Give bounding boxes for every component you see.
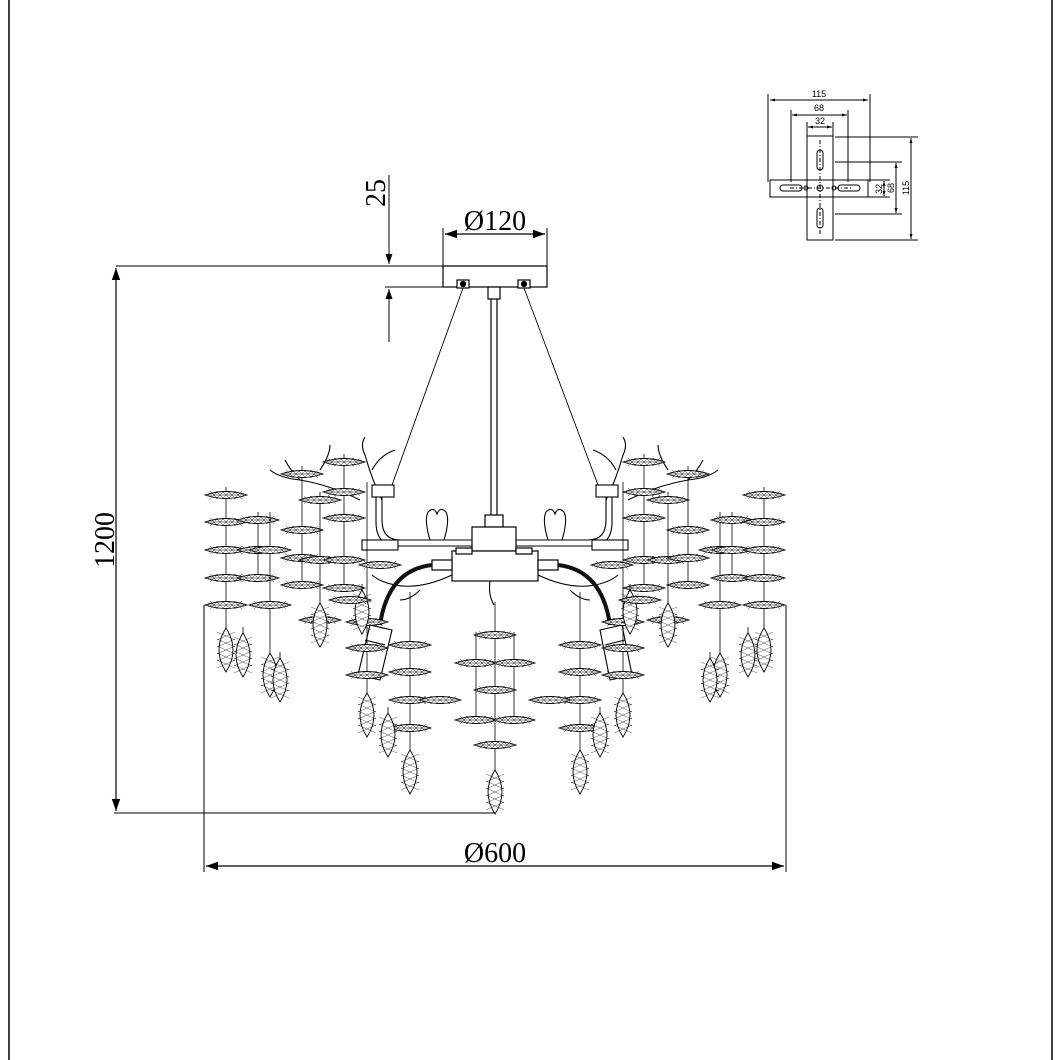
crystal-leaf [491,715,537,725]
crystal-leaf [665,469,711,479]
drawing-frame [8,0,1053,1060]
central-body [431,514,559,582]
mounting-bracket-detail [767,94,918,241]
crystal-leaf [321,513,367,523]
crystal-drop [485,764,505,815]
crystal-leaf [645,495,691,505]
overall-height-label: 1200 [90,512,121,568]
crystal-leaf [527,695,573,705]
crystal-leaf [472,740,518,750]
crystal-leaf [557,640,603,650]
crystal-drop [700,652,720,703]
crystal-leaf [665,553,711,563]
crystal-leaf [621,583,667,593]
crystal-leaf [621,513,667,523]
crystal-drop [378,707,398,758]
crystal-leaf [321,457,367,467]
crystal-leaf [387,723,433,733]
crystal-leaf [387,667,433,677]
crystal-leaf [344,670,390,680]
crystal-leaf [453,658,499,668]
crystal-leaf [327,595,373,605]
crystal-leaf [709,573,755,583]
crystal-leaf [741,545,787,555]
bracket-width-inner: 32 [815,116,825,126]
crystal-leaf [297,495,343,505]
crystal-drop [620,584,640,635]
crystal-leaf [589,560,635,570]
crystal-drop [658,597,678,648]
crystal-drop [613,687,633,738]
bracket-height-outer: 115 [901,181,911,195]
crystal-leaf [665,580,711,590]
crystal-leaf [557,667,603,677]
crystal-drop [400,744,420,795]
crystal-leaf [344,643,390,653]
lower-lamp-holders [357,624,633,681]
crystal-drop [357,687,377,738]
crystal-drop [352,584,372,635]
bracket-height-mid: 68 [886,183,896,193]
crystal-leaf [741,600,787,610]
crystal-leaf [203,490,249,500]
crystal-leaf [741,517,787,527]
crystal-leaf [665,525,711,535]
upper-lamp-holders [361,484,629,551]
bracket-width-outer: 115 [812,89,826,99]
crystal-leaf [557,695,603,705]
crystal-pendants [203,454,787,815]
crystal-leaf [357,560,403,570]
bracket-width-mid: 68 [814,103,824,113]
crystal-leaf [709,545,755,555]
crystal-leaf [453,715,499,725]
crystal-leaf [203,600,249,610]
bracket-dimension-labels: 115 68 32 32 68 115 [812,89,911,195]
bracket-height-inner: 32 [874,184,884,194]
crystal-leaf [472,630,518,640]
crystal-leaf [600,643,646,653]
crystal-drop [310,597,330,648]
crystal-leaf [235,573,281,583]
crystal-leaf [621,457,667,467]
crystal-drop [570,744,590,795]
canopy-height-label: 25 [361,179,392,207]
canopy-diameter-label: Ø120 [464,206,526,237]
crystal-leaf [321,583,367,593]
crystal-drop [270,652,290,703]
crystal-leaf [621,487,667,497]
crystal-leaf [247,600,293,610]
crystal-leaf [321,555,367,565]
crystal-leaf [279,469,325,479]
crystal-leaf [279,580,325,590]
crystal-leaf [235,515,281,525]
crystal-drop [233,627,253,678]
crystal-drop [216,622,236,673]
crystal-leaf [600,670,646,680]
crystal-drop [754,622,774,673]
crystal-drop [590,707,610,758]
ceiling-canopy [391,265,599,515]
crystal-leaf [697,600,743,610]
crystal-leaf [617,595,663,605]
overall-diameter-label: Ø600 [464,838,526,869]
crystal-leaf [491,658,537,668]
lower-arms [378,563,612,626]
crystal-drop [738,627,758,678]
crystal-leaf [741,490,787,500]
crystal-leaf [321,487,367,497]
dimension-lines [111,175,787,872]
crystal-leaf [417,695,463,705]
crystal-leaf [472,685,518,695]
crystal-leaf [247,545,293,555]
crystal-leaf [387,640,433,650]
crystal-leaf [557,723,603,733]
crystal-leaf [279,525,325,535]
dimension-labels: Ø120 25 1200 Ø600 [90,179,526,869]
crystal-leaf [741,573,787,583]
